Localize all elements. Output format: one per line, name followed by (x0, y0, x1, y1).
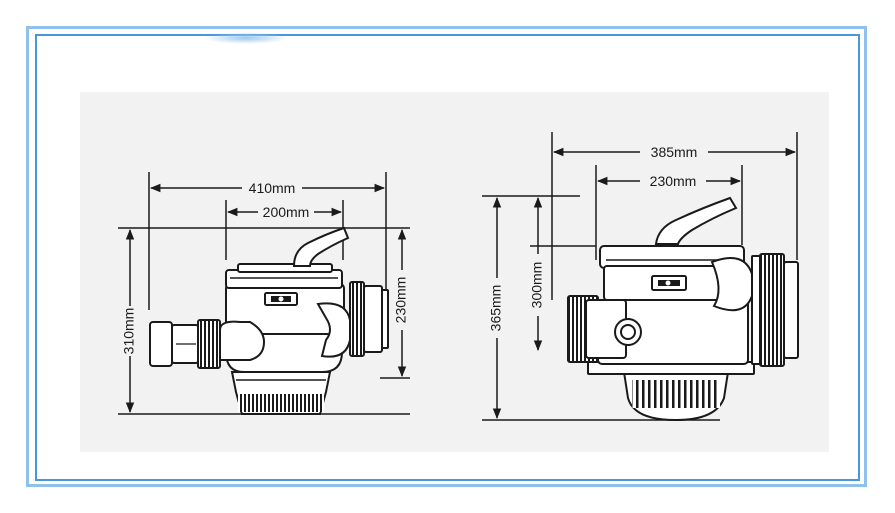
left-valve (118, 172, 410, 415)
left-handle (292, 226, 350, 267)
right-port-height-label: 300mm (529, 262, 545, 309)
left-dimensions (125, 183, 407, 414)
left-right-port (316, 281, 389, 358)
right-overall-height-label: 365mm (488, 285, 504, 332)
right-label-window (651, 275, 687, 291)
left-overall-width-label: 410mm (249, 180, 296, 196)
right-dimensions (492, 147, 797, 420)
left-strainer (230, 371, 332, 415)
left-side-port (149, 319, 266, 369)
left-overall-height-label: 310mm (121, 308, 137, 355)
left-cover (225, 263, 343, 289)
right-overall-width-label: 385mm (651, 144, 698, 160)
right-valve (482, 132, 799, 422)
right-body-width-label: 230mm (650, 173, 697, 189)
right-strainer (622, 371, 730, 422)
right-right-port (710, 253, 799, 367)
right-side-port (567, 295, 642, 363)
right-handle (654, 196, 738, 245)
left-body-width-label: 200mm (263, 204, 310, 220)
header-glow (204, 32, 288, 44)
left-port-height-label: 230mm (393, 277, 409, 324)
left-label-window (264, 292, 298, 306)
